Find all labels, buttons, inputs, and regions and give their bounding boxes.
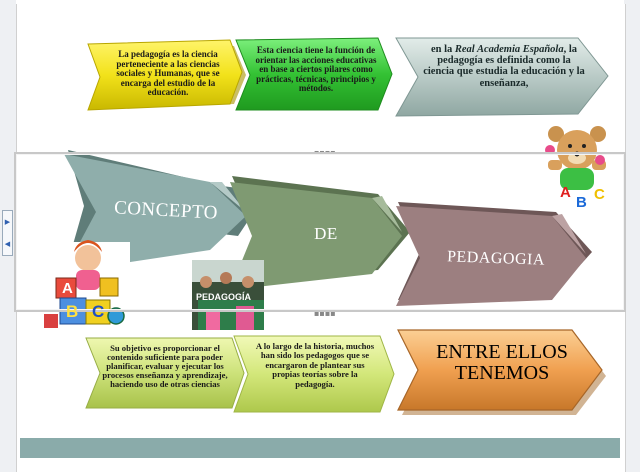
top-arrow-2-text: Esta ciencia tiene la función de orienta… bbox=[255, 45, 377, 94]
top-arrow-3 bbox=[395, 37, 609, 117]
footer-band bbox=[20, 438, 620, 458]
arrow-left-icon: ◀ bbox=[4, 239, 11, 248]
bear-abc-clipart bbox=[545, 126, 606, 190]
bottom-arrow-2-text: A lo largo de la historia, muchos han si… bbox=[255, 341, 375, 389]
bottom-arrow-3 bbox=[397, 329, 606, 415]
label-de: DE bbox=[314, 224, 338, 243]
entre-ellos-tenemos: ENTRE ELLOS TENEMOS bbox=[436, 341, 568, 384]
italic-text: Real Academia Española bbox=[454, 44, 564, 55]
abc-kid-clipart bbox=[38, 240, 130, 330]
bear-letter-b: B bbox=[576, 194, 587, 211]
right-margin bbox=[624, 0, 640, 472]
pedagogia-photo bbox=[192, 260, 264, 330]
top-arrow-2 bbox=[235, 37, 393, 111]
middle-arrow-pedagogia bbox=[396, 202, 592, 306]
text-span: en la bbox=[430, 44, 455, 55]
selection-handle-bottom[interactable]: ▪▪▪▪ bbox=[314, 309, 336, 318]
abc-letter-c: C bbox=[92, 302, 105, 321]
abc-letter-b: B bbox=[66, 302, 79, 321]
arrow-right-icon: ▶ bbox=[4, 217, 11, 226]
bottom-arrow-1 bbox=[85, 337, 245, 409]
selected-smartart-frame[interactable] bbox=[14, 152, 626, 312]
middle-arrow-de bbox=[230, 176, 410, 290]
top-arrow-1-text: La pedagogía es la ciencia perteneciente… bbox=[116, 49, 220, 98]
top-arrow-3-text: en la Real Academia Española, la pedagog… bbox=[422, 44, 586, 89]
bear-letter-c: C bbox=[594, 186, 605, 203]
side-expand-handle[interactable]: ▶ ◀ bbox=[2, 210, 13, 256]
abc-letter-a: A bbox=[62, 280, 73, 297]
text-span: , la pedagogía es definida como la cienc… bbox=[423, 44, 585, 89]
bear-letter-a: A bbox=[560, 184, 571, 201]
bottom-arrow-2 bbox=[233, 335, 395, 413]
bottom-arrow-1-text: Su objetivo es proporcionar el contenido… bbox=[102, 343, 228, 390]
top-arrow-1 bbox=[87, 39, 246, 111]
pedagogia-photo-label: PEDAGOGÍA bbox=[196, 292, 252, 302]
